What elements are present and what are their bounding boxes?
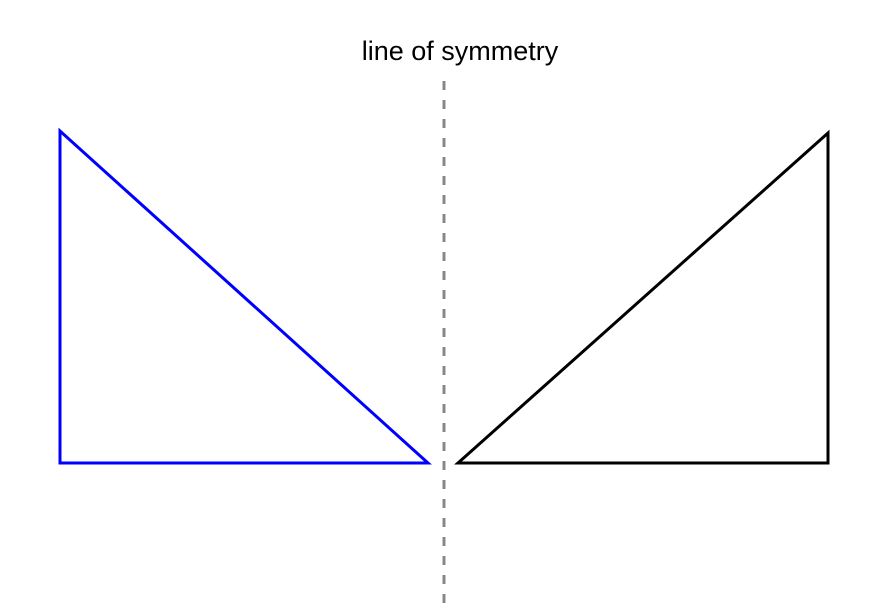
figure-title: line of symmetry <box>362 36 559 66</box>
left-triangle <box>58 127 432 465</box>
right-triangle <box>454 129 830 465</box>
